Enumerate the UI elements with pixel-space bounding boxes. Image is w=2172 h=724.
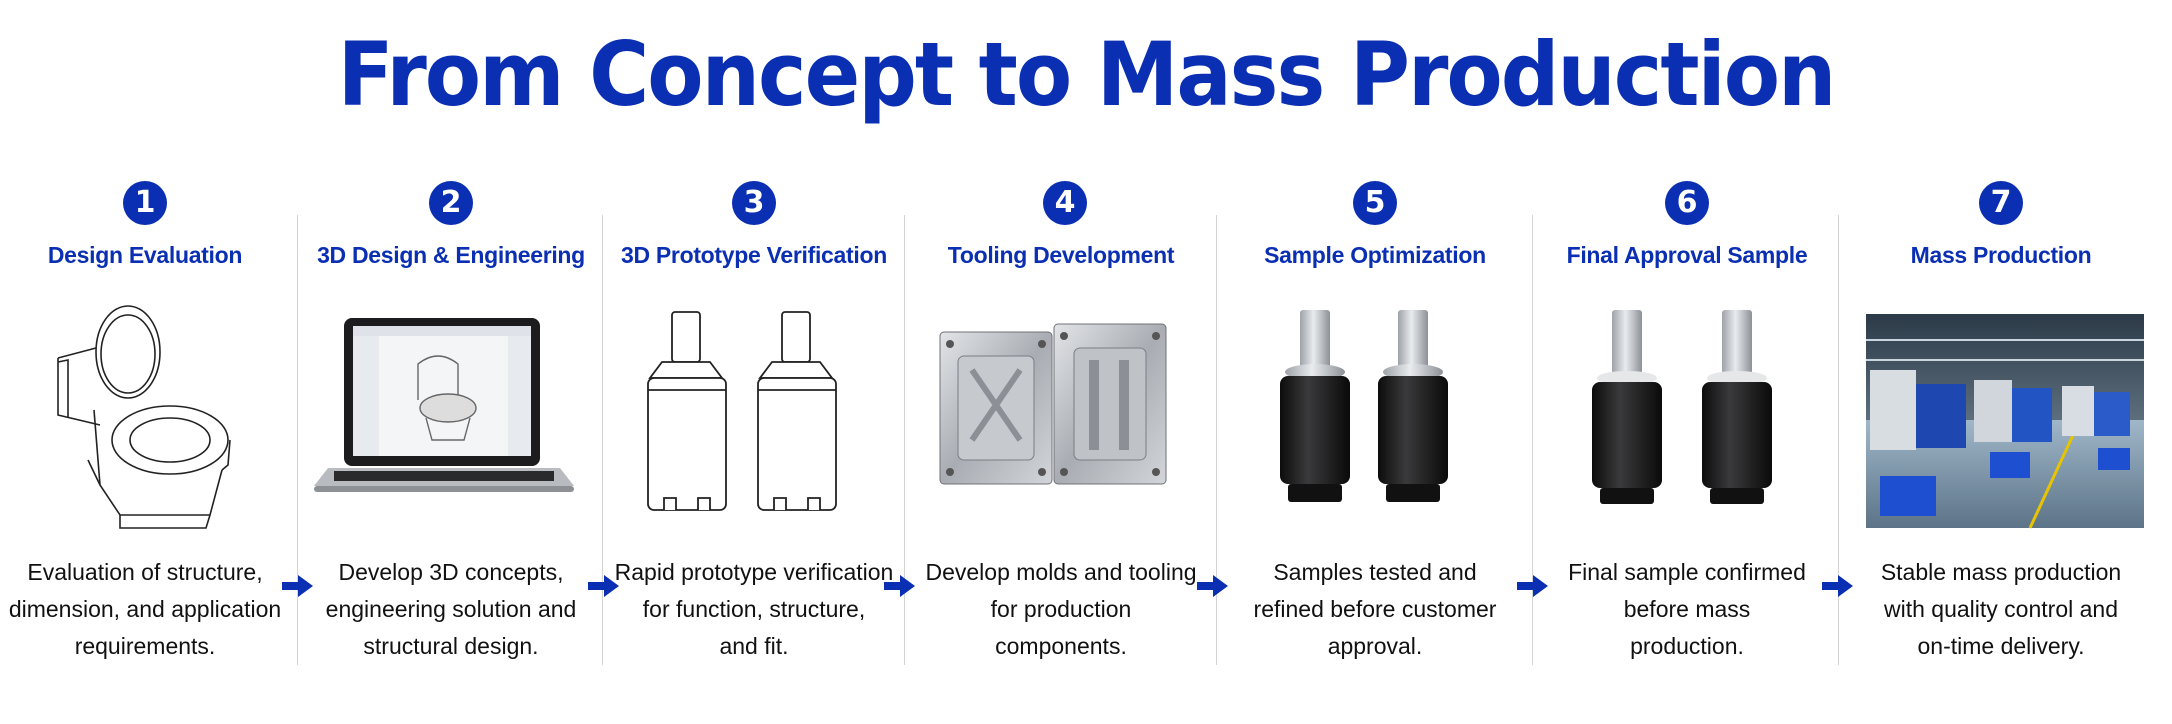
page-title: From Concept to Mass Production (337, 24, 1837, 127)
step-3: 3 3D Prototype Verification Rapid (604, 170, 904, 680)
process-steps: 1 Design Evaluation Ev (0, 170, 2172, 680)
step-number: 2 (429, 181, 473, 225)
mold-tooling-icon (906, 300, 1216, 530)
step-title: Final Approval Sample (1566, 242, 1808, 268)
step-description: Develop 3D concepts,engineering solution… (325, 559, 577, 659)
step-number: 3 (732, 181, 776, 225)
step-divider (602, 215, 603, 665)
final-sample-icon (1534, 300, 1840, 530)
step-6: 6 Final Approval Sample Final sample con… (1534, 170, 1840, 680)
step-2: 2 3D Design & Engineering Develop 3D c (298, 170, 604, 680)
step-title: Mass Production (1910, 242, 2092, 268)
arrow-right-icon (1517, 575, 1548, 597)
step-title: Design Evaluation (47, 242, 243, 268)
step-title: Tooling Development (947, 242, 1175, 268)
step-title: 3D Design & Engineering (317, 242, 585, 268)
step-description: Evaluation of structure,dimension, and a… (8, 559, 282, 659)
step-title: 3D Prototype Verification (620, 242, 887, 268)
arrow-right-icon (884, 575, 915, 597)
step-divider (1532, 215, 1533, 665)
step-1: 1 Design Evaluation Ev (0, 170, 290, 680)
step-number: 6 (1665, 181, 1709, 225)
step-divider (1216, 215, 1217, 665)
step-number: 4 (1043, 181, 1087, 225)
step-divider (1838, 215, 1839, 665)
step-4: 4 Tooling Development (906, 170, 1216, 680)
laptop-cad-icon (298, 300, 604, 530)
step-number: 1 (123, 181, 167, 225)
arrow-right-icon (1822, 575, 1853, 597)
step-number: 7 (1979, 181, 2023, 225)
step-7: 7 Mass Production (1840, 170, 2162, 680)
toilet-sketch-icon (0, 300, 290, 530)
step-title: Sample Optimization (1264, 242, 1486, 268)
step-5: 5 Sample Optimization (1218, 170, 1532, 680)
arrow-right-icon (588, 575, 619, 597)
sample-parts-icon (1218, 300, 1532, 530)
arrow-right-icon (1197, 575, 1228, 597)
arrow-right-icon (282, 575, 313, 597)
prototype-outline-icon (604, 300, 904, 530)
factory-floor-icon (1840, 300, 2162, 530)
step-divider (904, 215, 905, 665)
step-divider (297, 215, 298, 665)
step-number: 5 (1353, 181, 1397, 225)
